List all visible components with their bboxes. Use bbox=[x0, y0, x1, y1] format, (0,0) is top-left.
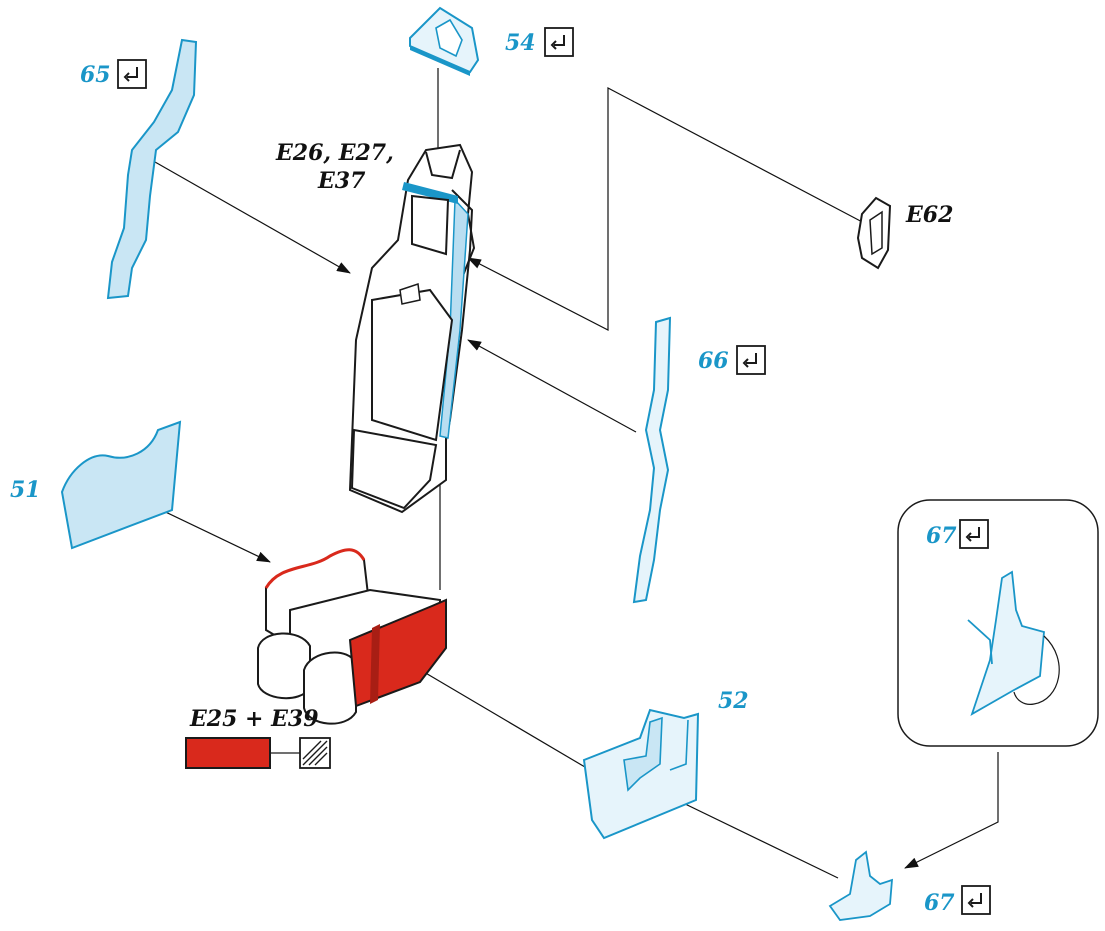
fold-arrow-icon bbox=[961, 885, 991, 915]
line-65 bbox=[147, 157, 351, 274]
fold-arrow-icon bbox=[117, 59, 147, 89]
seat-pan bbox=[257, 548, 447, 725]
label-e62: E62 bbox=[905, 202, 953, 228]
label-e26-e27: E26, E27, bbox=[275, 140, 394, 166]
paint-swatch-icon bbox=[185, 737, 271, 769]
label-part-51: 51 bbox=[10, 477, 41, 503]
part-51 bbox=[60, 420, 182, 550]
label-part-52: 52 bbox=[718, 688, 749, 714]
part-54 bbox=[409, 6, 480, 76]
inset-67 bbox=[897, 499, 1099, 747]
fold-arrow-icon bbox=[544, 27, 574, 57]
part-52 bbox=[582, 708, 700, 840]
label-part-65: 65 bbox=[80, 62, 111, 88]
label-part-66: 66 bbox=[698, 348, 729, 374]
label-e25-e39: E25 + E39 bbox=[189, 706, 319, 732]
label-part-67-inset: 67 bbox=[926, 523, 957, 549]
fold-arrow-icon bbox=[959, 519, 989, 549]
part-e62 bbox=[856, 196, 892, 270]
label-e37: E37 bbox=[317, 168, 366, 194]
diagonal-hatch-icon bbox=[299, 737, 331, 769]
assembly-lines bbox=[129, 68, 999, 879]
label-part-67: 67 bbox=[924, 890, 955, 916]
label-part-54: 54 bbox=[505, 30, 536, 56]
part-67 bbox=[828, 850, 894, 921]
fold-arrow-icon bbox=[736, 345, 766, 375]
seat-back bbox=[348, 143, 476, 514]
part-65 bbox=[106, 38, 198, 300]
part-66 bbox=[632, 316, 672, 604]
line-inset-to-67 bbox=[904, 752, 999, 869]
line-66 bbox=[467, 339, 637, 433]
line-e62 bbox=[467, 87, 869, 331]
